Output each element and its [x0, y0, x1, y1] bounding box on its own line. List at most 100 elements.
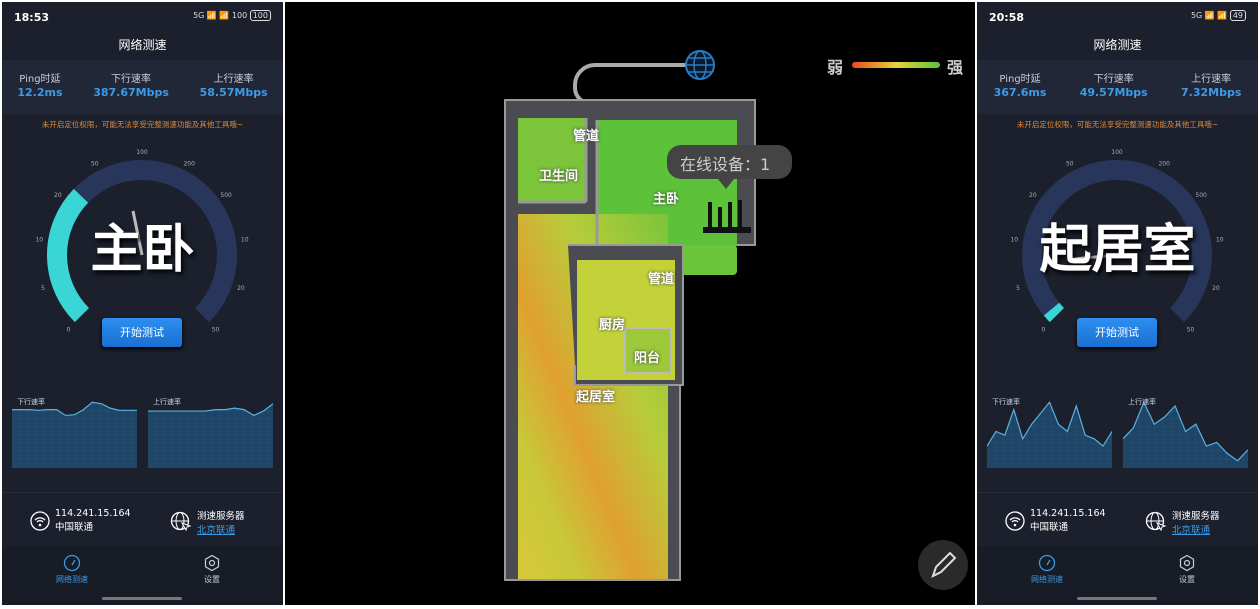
gauge-tick: 10	[241, 237, 249, 244]
gauge-tick: 20	[1212, 285, 1220, 292]
gauge-needle	[131, 210, 144, 256]
upload-chart: 上行速率	[1122, 394, 1249, 468]
upload-chart-plot	[1122, 394, 1249, 468]
chart-line	[12, 401, 137, 417]
gauge-tick: 10	[1010, 237, 1018, 244]
gauge-fill	[1043, 302, 1065, 323]
gauge-tick: 500	[1195, 192, 1207, 199]
room-label-balcony: 阳台	[634, 351, 661, 366]
internet-globe-icon	[685, 50, 715, 80]
location-warning[interactable]: 未开启定位权限，可能无法享受完整测速功能及其他工具哦~	[1016, 120, 1219, 129]
legend-weak: 弱	[827, 58, 844, 77]
wifi-icon	[1005, 510, 1025, 531]
signal-legend-bar	[852, 62, 940, 68]
tab-settings[interactable]: 设置	[1157, 554, 1217, 585]
globe-cursor-icon	[1145, 511, 1167, 532]
edit-button	[918, 540, 968, 590]
gauge-tick: 20	[54, 192, 62, 199]
gauge-tick: 10	[1216, 237, 1224, 244]
chart-mask	[987, 395, 1112, 447]
settings-hex-icon	[1179, 554, 1195, 572]
download-chart: 下行速率	[986, 394, 1113, 468]
room-overlay-label: 主卧	[90, 220, 195, 280]
upload-chart: 上行速率	[147, 394, 274, 468]
battery-icon: 49	[1229, 10, 1246, 21]
gauge-tick: 50	[1066, 160, 1074, 167]
clock: 18:53	[14, 11, 50, 24]
download-chart: 下行速率	[11, 394, 137, 468]
wifi-icon	[30, 510, 50, 531]
start-test-button[interactable]: 开始测试	[1077, 318, 1157, 347]
gauge-needle	[1072, 253, 1118, 261]
gauge-tick: 200	[183, 160, 195, 167]
gauge-tick: 0	[1042, 327, 1046, 334]
upload-chart-plot	[147, 394, 274, 468]
download-chart-plot	[986, 394, 1113, 468]
edit-pencil-icon[interactable]	[918, 540, 968, 590]
page-title: 网络测速	[118, 38, 167, 52]
home-indicator[interactable]	[1077, 597, 1157, 600]
battery-icon: 100	[249, 10, 271, 21]
download-chart-plot	[11, 394, 137, 468]
chart-mask	[12, 395, 137, 416]
room-label-master: 主卧	[653, 192, 680, 207]
gauge-track	[1022, 160, 1212, 323]
wifi-heatmap-floorplan: 管道 卫生间 主卧 管道 厨房 阳台 起居室 在线设备：1 弱 强	[285, 2, 975, 605]
room-label-pipe: 管道	[573, 129, 600, 144]
gauge-tick: 10	[35, 237, 43, 244]
speedometer-icon	[1038, 554, 1056, 572]
bottom-tab-bar: 网络测速 设置	[977, 546, 1258, 605]
server-link[interactable]: 北京联通	[197, 525, 236, 536]
clock: 20:58	[989, 11, 1025, 24]
room-overlay-label: 起居室	[1039, 220, 1196, 280]
tooltip-bubble	[667, 145, 792, 179]
gauge-tick: 200	[1158, 160, 1170, 167]
room-label-kitchen: 厨房	[599, 318, 626, 333]
floorplan-svg	[504, 50, 968, 590]
room-label-bathroom: 卫生间	[539, 169, 579, 184]
gauge-tick: 50	[91, 160, 99, 167]
chart-mask	[1123, 395, 1248, 461]
bottom-tab-bar: 网络测速 设置	[2, 546, 283, 605]
gauge-tick: 20	[237, 285, 245, 292]
home-indicator[interactable]	[102, 597, 182, 600]
gauge-tick: 100	[1111, 149, 1123, 156]
gauge-tick: 500	[220, 192, 232, 199]
start-test-button[interactable]: 开始测试	[102, 318, 182, 347]
tab-speed-test[interactable]: 网络测速	[42, 554, 102, 585]
globe-cursor-icon	[170, 511, 192, 532]
status-icons: 5G 📶 📶 100 100	[193, 10, 271, 24]
location-warning[interactable]: 未开启定位权限，可能无法享受完整测速功能及其他工具哦~	[41, 120, 244, 129]
server-info[interactable]: 测速服务器北京联通	[170, 508, 245, 536]
server-info[interactable]: 测速服务器北京联通	[1145, 508, 1220, 536]
gauge-tick: 50	[1187, 327, 1195, 334]
online-devices-tooltip: 在线设备：1	[680, 155, 771, 174]
chart-mask	[148, 395, 273, 416]
chart-line	[148, 403, 274, 417]
chart-line	[986, 401, 1113, 448]
gauge-tick: 5	[1016, 285, 1020, 292]
status-icons: 5G 📶 📶 49	[1191, 10, 1246, 24]
gauge-tick: 50	[212, 327, 220, 334]
chart-line	[1122, 400, 1249, 462]
tab-settings[interactable]: 设置	[182, 554, 242, 585]
gauge-tick: 100	[136, 149, 148, 156]
speedometer-icon	[63, 554, 81, 572]
gauge-fill	[47, 188, 90, 323]
tab-speed-test[interactable]: 网络测速	[1017, 554, 1077, 585]
server-link[interactable]: 北京联通	[1172, 525, 1211, 536]
